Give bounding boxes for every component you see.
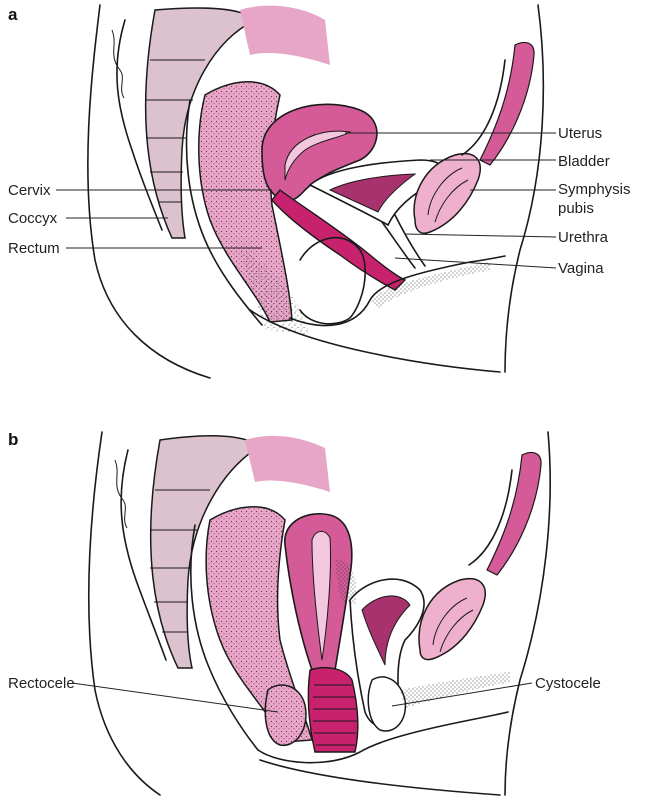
perineum-shade-b: [400, 672, 510, 708]
label-symphysis-line2: pubis: [558, 200, 594, 217]
thigh-outline-b: [260, 760, 500, 795]
cystocele-bulge: [368, 677, 405, 731]
label-urethra: Urethra: [558, 229, 609, 246]
panel-b: b: [8, 430, 601, 795]
abdominal-wall-a: [480, 42, 534, 165]
label-uterus: Uterus: [558, 125, 602, 142]
abdominal-wall-b: [487, 452, 541, 575]
label-bladder: Bladder: [558, 153, 610, 170]
panel-a: a: [8, 5, 631, 378]
urethra-leader: [405, 234, 556, 237]
rectocele-bulge: [265, 685, 306, 745]
label-rectocele: Rectocele: [8, 675, 75, 692]
label-rectum: Rectum: [8, 240, 60, 257]
label-vagina: Vagina: [558, 260, 604, 277]
peritoneum-pink-b: [245, 436, 330, 492]
panel-letter-a: a: [8, 5, 18, 24]
label-cystocele: Cystocele: [535, 675, 601, 692]
label-cervix: Cervix: [8, 182, 51, 199]
label-symphysis-line1: Symphysis: [558, 181, 631, 198]
label-coccyx: Coccyx: [8, 210, 58, 227]
panel-letter-b: b: [8, 430, 18, 449]
peritoneum-pink-a: [240, 6, 330, 65]
symphysis-pubis-b: [419, 579, 485, 660]
urethra-a: [382, 222, 415, 268]
vagina-b: [308, 668, 357, 752]
